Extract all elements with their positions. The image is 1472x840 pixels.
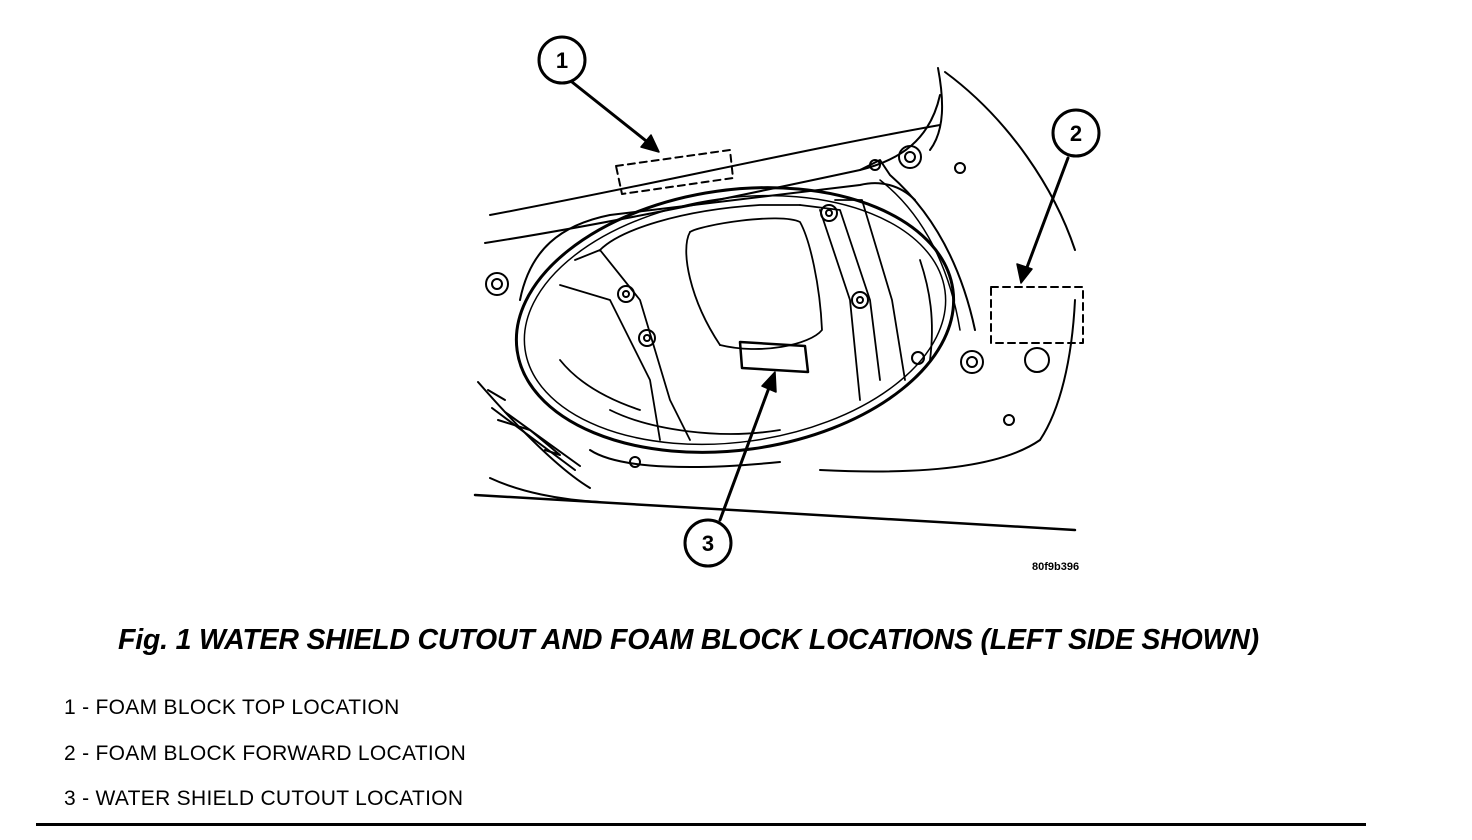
legend-item-1: 1 - FOAM BLOCK TOP LOCATION bbox=[64, 696, 400, 719]
callout-1-label: 1 bbox=[556, 48, 568, 73]
drawing-code: 80f9b396 bbox=[1032, 561, 1079, 573]
callout-3-label: 3 bbox=[702, 531, 714, 556]
foam-block-forward-marker bbox=[990, 286, 1084, 344]
callout-leader-arrows bbox=[570, 80, 1070, 522]
callout-1: 1 bbox=[537, 35, 587, 85]
callout-2: 2 bbox=[1051, 108, 1101, 158]
fastener-screws bbox=[485, 145, 1050, 468]
callout-3: 3 bbox=[683, 518, 733, 568]
door-speaker-illustration: 1 2 3 80f9b396 bbox=[473, 35, 1101, 573]
speaker-frame bbox=[514, 159, 976, 468]
legend-item-2: 2 - FOAM BLOCK FORWARD LOCATION bbox=[64, 741, 467, 765]
figure-caption: Fig. 1 WATER SHIELD CUTOUT AND FOAM BLOC… bbox=[118, 624, 1259, 656]
foam-block-top-marker bbox=[615, 149, 734, 195]
legend-list: 1 - FOAM BLOCK TOP LOCATION 2 - FOAM BLO… bbox=[64, 693, 466, 830]
water-shield-interior bbox=[559, 199, 933, 441]
bottom-rule bbox=[36, 823, 1366, 826]
legend-item-3: 3 - WATER SHIELD CUTOUT LOCATION bbox=[64, 787, 464, 810]
callout-2-label: 2 bbox=[1070, 121, 1082, 146]
door-panel-outline bbox=[473, 67, 1077, 532]
